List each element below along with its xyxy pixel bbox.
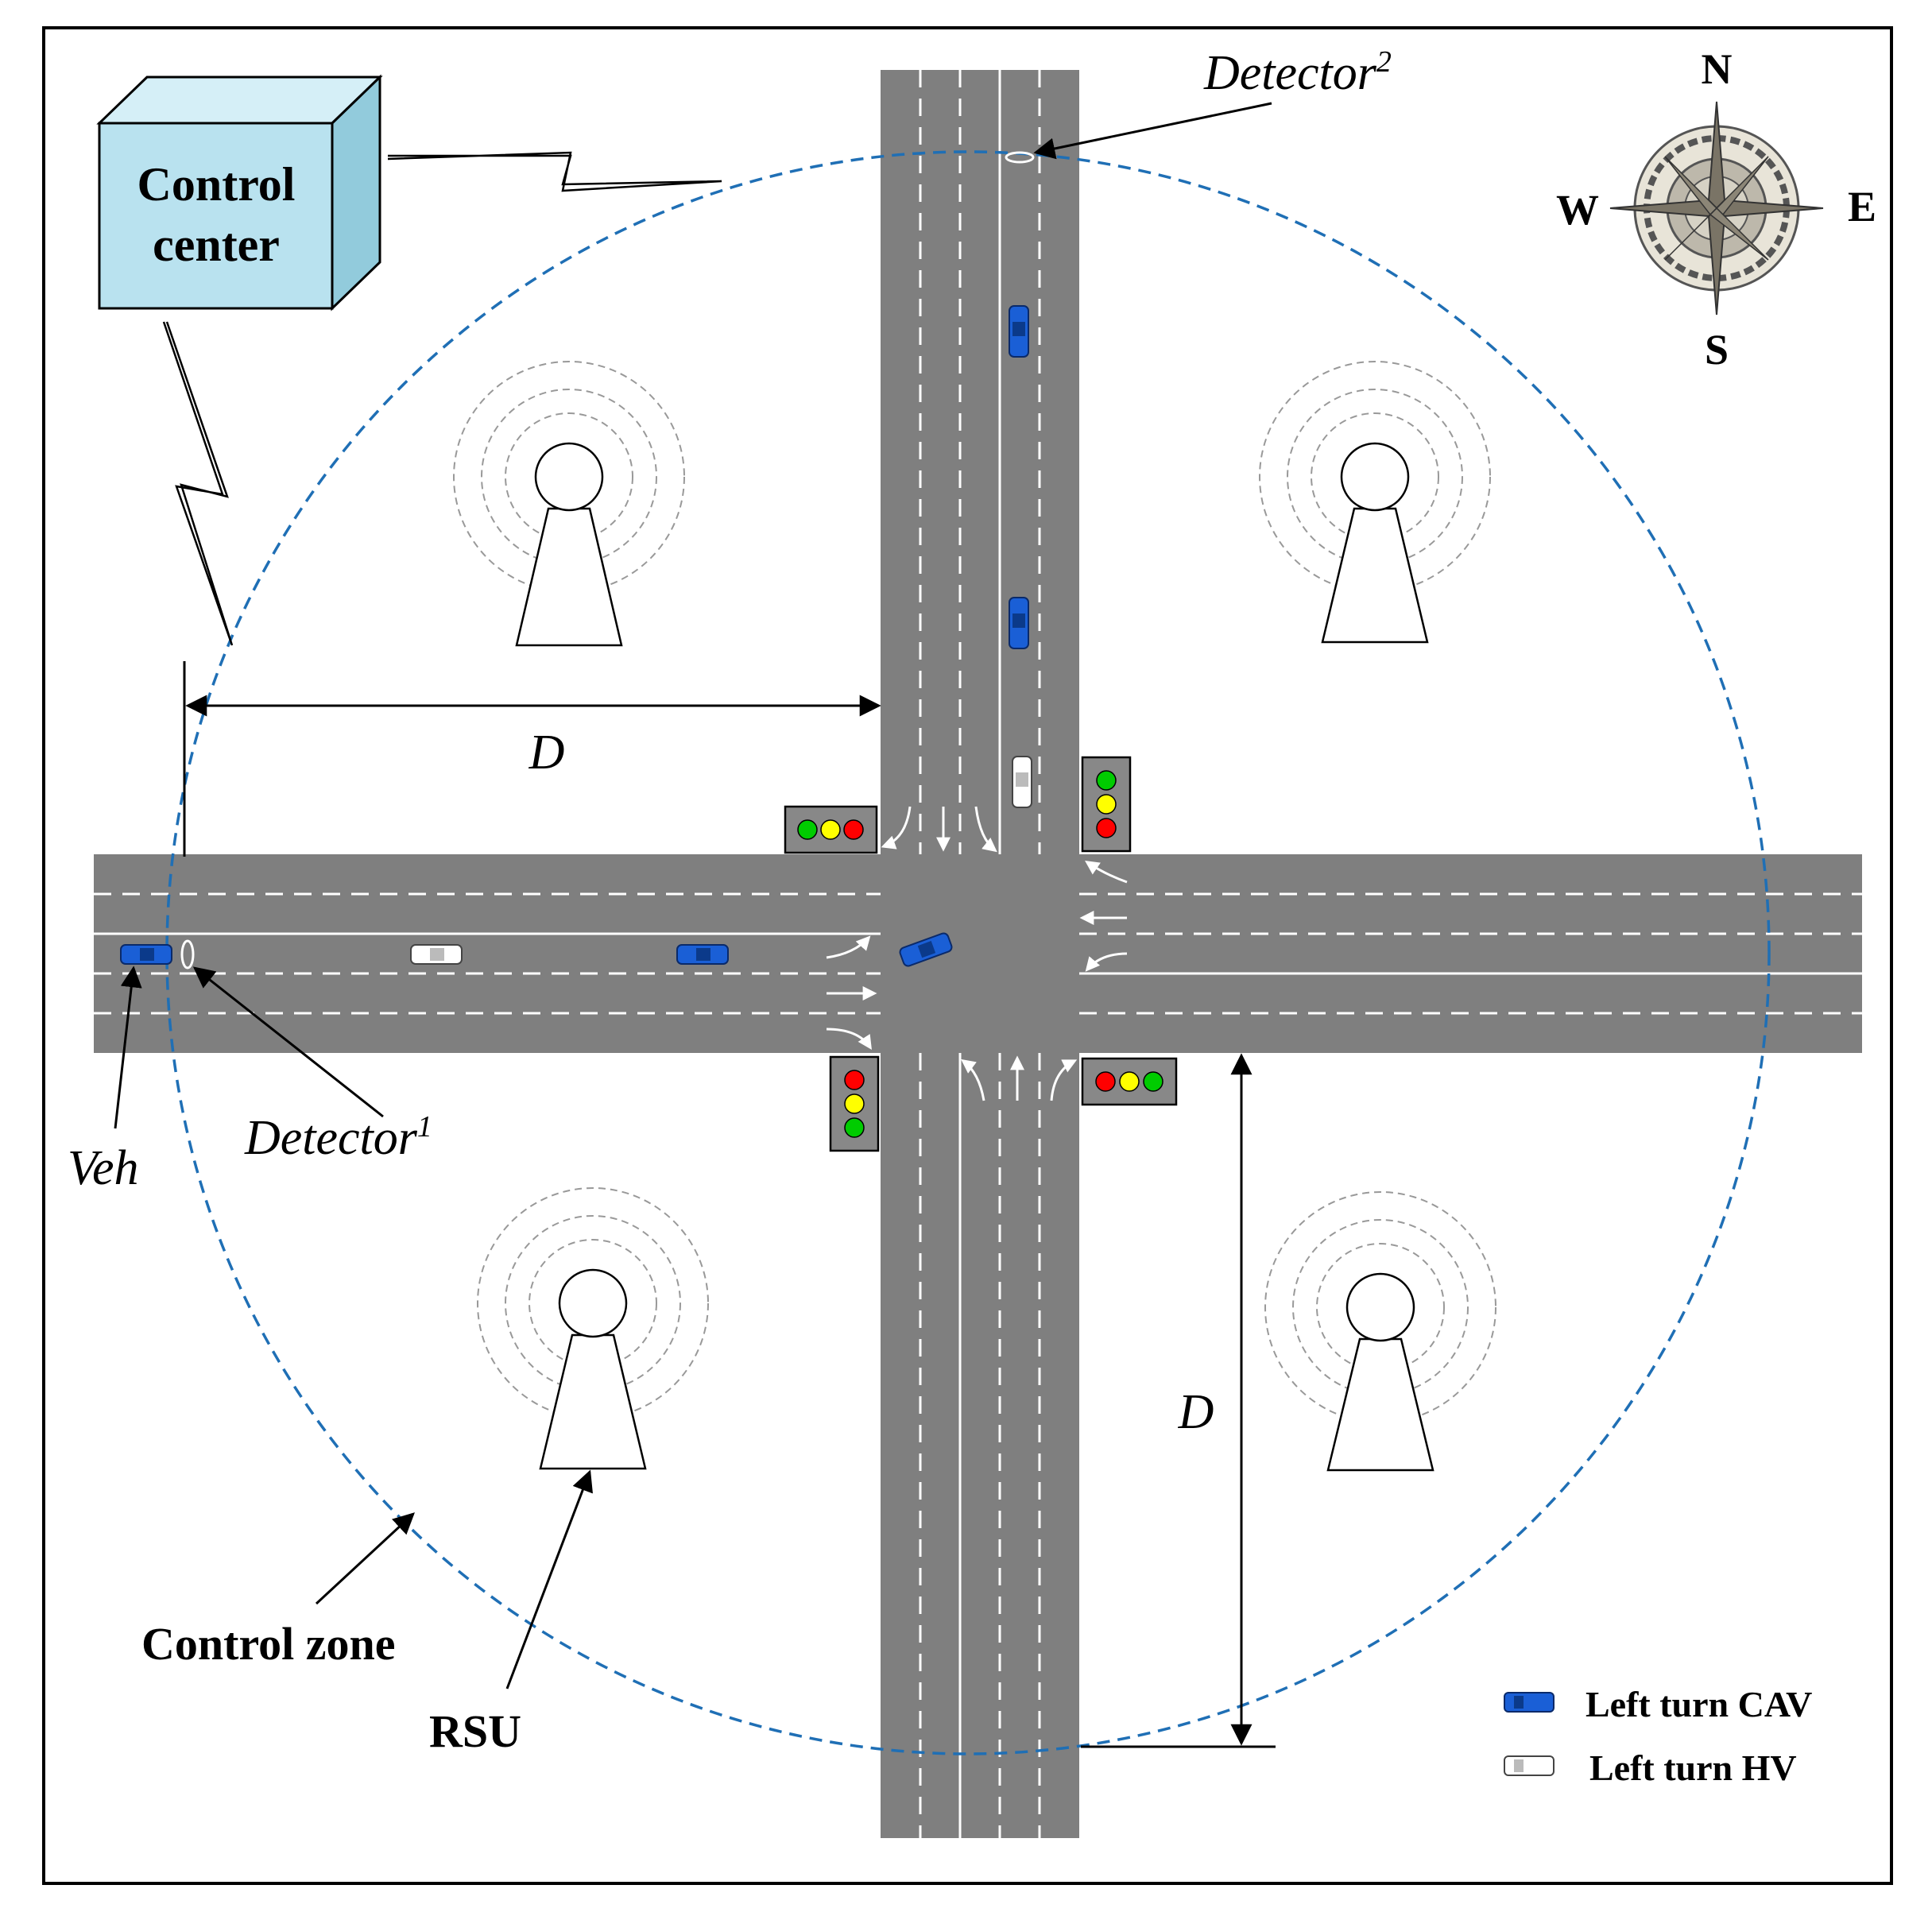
legend: Left turn CAV Left turn HV xyxy=(1504,1684,1812,1788)
legend-hv-label: Left turn HV xyxy=(1589,1748,1797,1788)
control-center-box: Control center xyxy=(96,74,383,312)
distance-dimension-horizontal xyxy=(183,661,881,857)
cav-vehicle xyxy=(1009,305,1029,358)
detector-2-label: Detector2 xyxy=(1203,45,1392,100)
traffic-signal-se xyxy=(1081,1057,1178,1106)
east-arm-lane-lines xyxy=(1079,892,1862,1015)
compass-west-label: W xyxy=(1556,186,1599,234)
lane-direction-arrows xyxy=(826,806,1128,1101)
rsu-label: RSU xyxy=(429,1705,521,1757)
south-arm-lane-lines xyxy=(919,1053,1041,1838)
distance-dimension-vertical xyxy=(1081,1053,1276,1748)
hv-vehicle xyxy=(1012,756,1032,808)
traffic-signal-sw xyxy=(829,1055,880,1152)
rsu-pointer xyxy=(505,1469,593,1689)
wireless-link-east xyxy=(387,151,722,192)
detector-1-label: Detector1 xyxy=(244,1110,432,1165)
hv-vehicle xyxy=(410,944,463,965)
detector-2-sensor xyxy=(1005,151,1035,164)
control-zone-pointer xyxy=(315,1512,415,1605)
detector-1-sensor xyxy=(180,939,195,970)
control-zone-boundary xyxy=(165,150,1771,1755)
detector-2-pointer xyxy=(1033,102,1272,160)
compass-north-label: N xyxy=(1702,45,1733,93)
veh-label: Veh xyxy=(68,1141,139,1195)
traffic-signal-nw xyxy=(784,805,878,854)
annotation-arrows xyxy=(114,102,1272,1689)
veh-pointer xyxy=(114,966,142,1129)
distance-label-horizontal: D xyxy=(528,726,565,780)
traffic-signal-ne xyxy=(1081,756,1132,853)
rsu-tower-nw xyxy=(453,361,685,647)
legend-hv-icon xyxy=(1504,1755,1555,1776)
legend-cav-label: Left turn CAV xyxy=(1585,1684,1812,1724)
compass-east-label: E xyxy=(1848,183,1876,230)
compass-south-label: S xyxy=(1705,326,1729,373)
control-center-label-line1: Control xyxy=(137,158,296,211)
west-arm-lane-lines xyxy=(94,892,881,1015)
cav-vehicle xyxy=(1009,597,1029,649)
roads xyxy=(94,70,1862,1838)
control-zone-label: Control zone xyxy=(141,1618,396,1670)
legend-cav-icon xyxy=(1504,1692,1555,1713)
rsu-tower-ne xyxy=(1259,361,1491,644)
detector-1-pointer xyxy=(192,966,384,1118)
compass-rose-icon xyxy=(1609,101,1824,315)
rsu-tower-se xyxy=(1264,1191,1496,1472)
distance-label-vertical: D xyxy=(1178,1385,1214,1439)
vehicles xyxy=(120,305,1032,967)
control-center-label-line2: center xyxy=(153,219,280,271)
cav-vehicle-turning xyxy=(899,932,953,967)
cav-vehicle xyxy=(676,944,729,965)
diagram-frame xyxy=(42,26,1893,1885)
north-arm-lane-lines xyxy=(919,70,1041,854)
rsu-tower-sw xyxy=(477,1187,709,1470)
cav-vehicle xyxy=(120,944,172,965)
wireless-link-south xyxy=(162,321,234,646)
